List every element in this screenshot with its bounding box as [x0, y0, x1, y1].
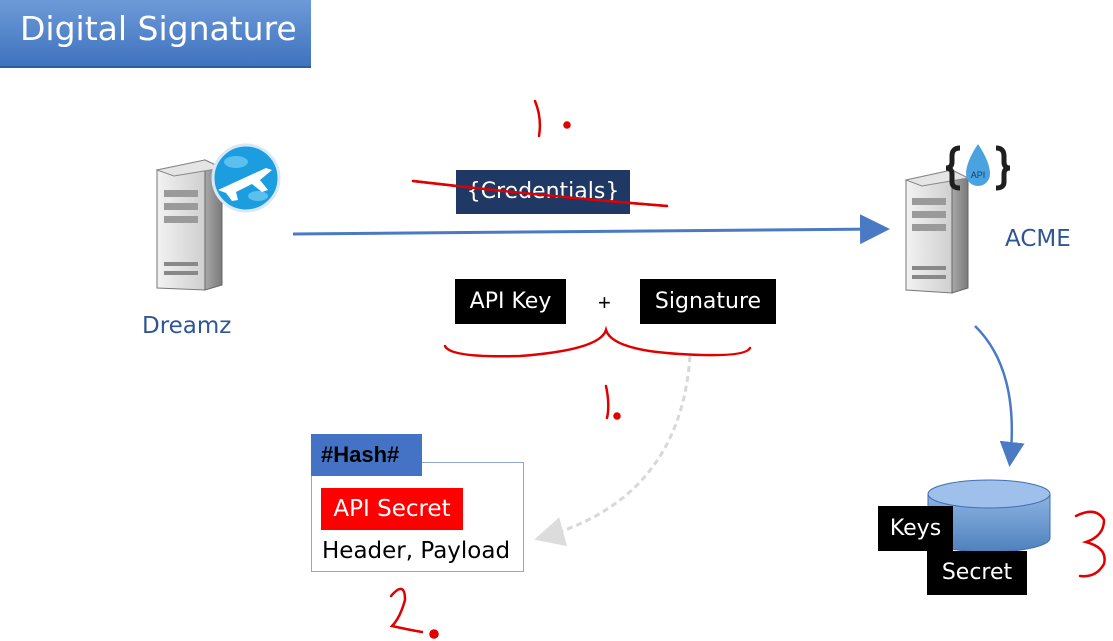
- signature-box: Signature: [640, 279, 776, 324]
- hash-derivation-arrow: [534, 355, 692, 547]
- annotation-1-top-stroke: [533, 99, 542, 138]
- api-badge-text: API: [971, 170, 986, 180]
- database-icon: [927, 479, 1051, 553]
- server-label: ACME: [1005, 226, 1071, 252]
- header-payload-text: Header, Payload: [322, 538, 511, 564]
- credentials-box: {Credentials}: [456, 170, 630, 214]
- hash-header: #Hash#: [311, 434, 422, 476]
- curly-brace: [443, 325, 752, 358]
- annotation-2-stroke: [389, 587, 424, 634]
- annotation-1-mid-stroke: [604, 384, 610, 420]
- secret-box: Secret: [927, 551, 1027, 595]
- annotation-3-stroke: [1074, 510, 1106, 578]
- page-title: Digital Signature: [20, 9, 297, 48]
- api-drop-icon: API: [945, 144, 1011, 191]
- keys-box: Keys: [878, 506, 953, 551]
- server-icon: [904, 169, 970, 294]
- api-key-box: API Key: [455, 279, 566, 324]
- client-label: Dreamz: [142, 313, 232, 339]
- request-arrow: [292, 214, 890, 245]
- api-secret-box: API Secret: [321, 488, 463, 530]
- title-banner: [0, 0, 311, 68]
- plus-sign: +: [598, 290, 611, 315]
- airplane-globe-icon: [211, 143, 281, 213]
- db-lookup-arrow: [974, 325, 1025, 467]
